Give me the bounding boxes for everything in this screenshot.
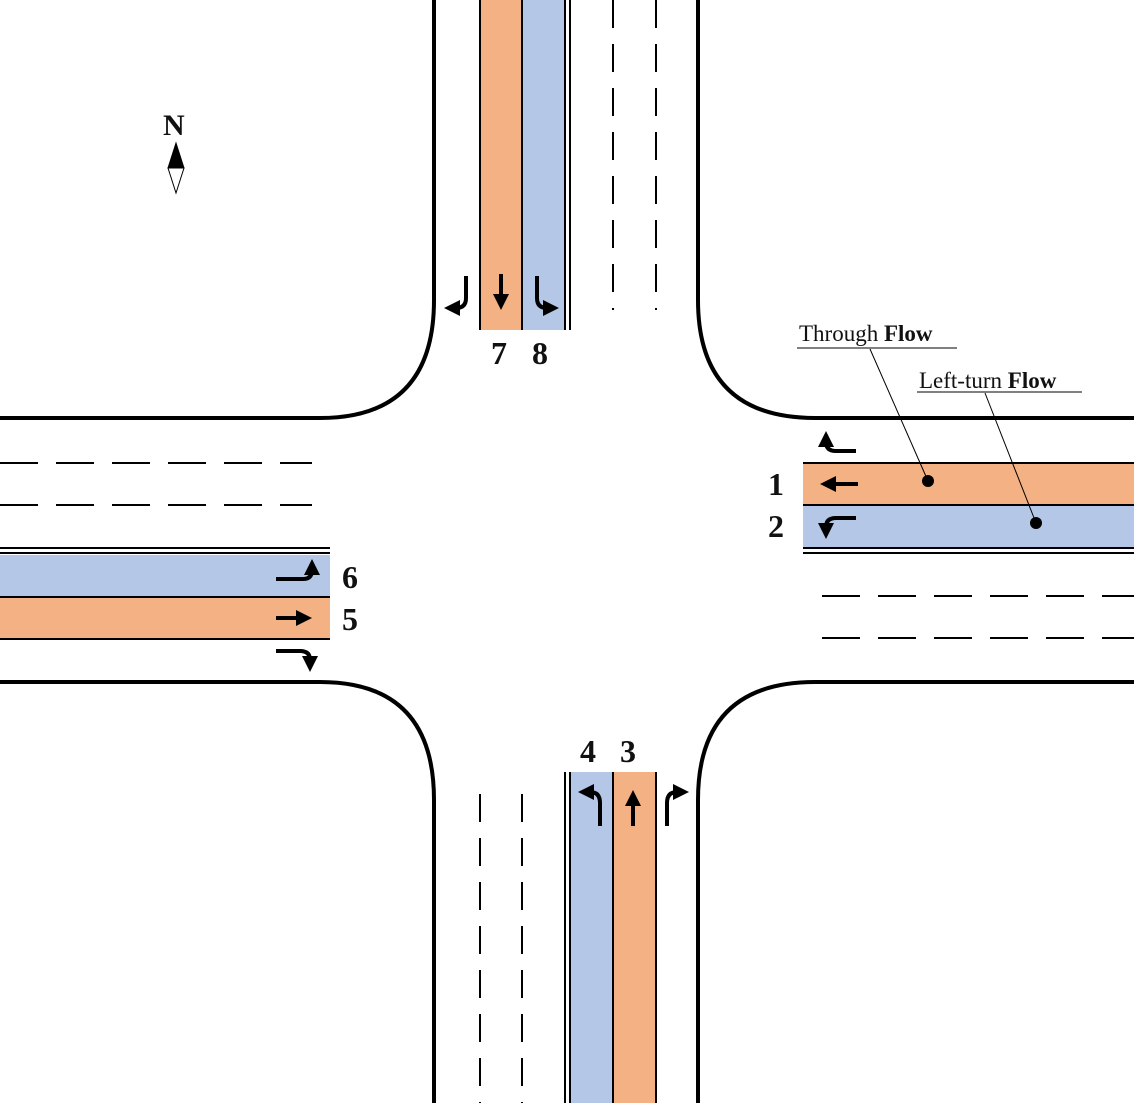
north-arrow-icon [167,141,185,169]
north-compass: N [163,109,185,195]
lane-5-fill [0,597,330,639]
arrow-north-right-turn-icon [444,276,468,316]
legend-left-turn-leader [984,392,1037,524]
legend: Through Flow Left-turn Flow [797,321,1082,529]
north-label: N [163,109,185,142]
lane-number-2: 2 [768,508,784,544]
arrow-lane8-left-turn-icon [535,276,559,316]
curb-southeast [696,680,1134,1103]
lane-1-fill [803,463,1134,505]
legend-through-flow: Through Flow [799,321,933,346]
legend-through-dot [922,475,934,487]
lane-6-fill [0,555,330,597]
arrow-south-right-turn-icon [665,784,689,826]
movement-arrows [276,274,858,826]
legend-left-turn-flow: Left-turn Flow [919,368,1057,393]
lane-number-7: 7 [491,335,507,371]
dashed-lines [479,0,657,1103]
lane-4-fill [571,772,613,1103]
arrow-lane6-left-turn-icon [276,559,320,581]
arrow-lane2-left-turn-icon [818,516,856,539]
south-arrow-icon [167,167,185,195]
lane-number-4: 4 [580,733,596,769]
legend-left-turn-dot [1030,517,1042,529]
dashed-lines-horizontal [0,462,1134,639]
lane-2-fill [803,505,1134,547]
lane-number-5: 5 [342,601,358,637]
curb-northeast [696,0,1134,420]
lane-8-fill [522,0,564,330]
lane-number-8: 8 [532,335,548,371]
legend-through-leader [869,348,929,482]
lane-number-6: 6 [342,559,358,595]
lane-number-1: 1 [768,466,784,502]
curb-southwest [0,680,436,1103]
arrow-west-right-turn-icon [276,649,318,672]
curb-northwest [0,0,436,420]
lane-number-3: 3 [620,733,636,769]
arrow-east-right-turn-icon [818,431,856,453]
arrow-lane4-left-turn-icon [578,784,602,826]
lane-3-fill [613,772,656,1103]
lane-numbers: 1 2 3 4 5 6 7 8 [342,335,784,769]
